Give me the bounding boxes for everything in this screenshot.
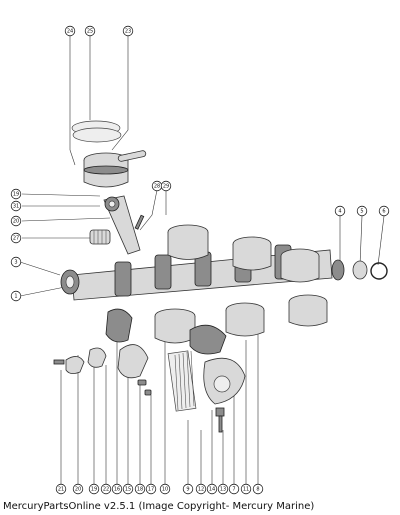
part-callout-label: 27 — [13, 235, 19, 241]
part-callout-20: 20 — [72, 483, 84, 495]
part-callout-label: 9 — [186, 486, 189, 492]
part-callout-label: 28 — [154, 183, 160, 189]
part-callout-label: 10 — [162, 486, 168, 492]
part-callout-label: 7 — [232, 486, 235, 492]
part-callout-15: 15 — [122, 483, 134, 495]
part-callout-24: 24 — [64, 25, 76, 37]
crankshaft — [60, 244, 388, 301]
part-callout-28: 28 — [151, 180, 163, 192]
part-callout-12: 12 — [195, 483, 207, 495]
part-callout-label: 25 — [87, 28, 93, 34]
part-callout-label: 20 — [13, 218, 19, 224]
part-callout-8: 8 — [252, 483, 264, 495]
part-callout-label: 19 — [91, 486, 97, 492]
lower-bearing-assemblies — [65, 308, 246, 405]
part-callout-1: 1 — [10, 290, 22, 302]
part-callout-20: 20 — [10, 215, 22, 227]
part-callout-label: 18 — [137, 486, 143, 492]
part-callout-label: 12 — [198, 486, 204, 492]
part-callout-11: 11 — [240, 483, 252, 495]
part-callout-18: 18 — [134, 483, 146, 495]
part-callout-label: 31 — [13, 203, 19, 209]
part-callout-29: 29 — [160, 180, 172, 192]
part-callout-22: 22 — [100, 483, 112, 495]
part-callout-label: 23 — [125, 28, 131, 34]
part-callout-label: 29 — [163, 183, 169, 189]
part-callout-label: 3 — [14, 259, 17, 265]
part-callout-label: 14 — [209, 486, 215, 492]
part-callout-6: 6 — [378, 205, 390, 217]
part-callout-4: 4 — [334, 205, 346, 217]
part-callout-21: 21 — [55, 483, 67, 495]
part-callout-label: 6 — [382, 208, 385, 214]
part-callout-label: 22 — [103, 486, 109, 492]
part-callout-label: 8 — [256, 486, 259, 492]
part-callout-25: 25 — [84, 25, 96, 37]
part-callout-label: 24 — [67, 28, 73, 34]
part-callout-10: 10 — [159, 483, 171, 495]
part-callout-13: 13 — [217, 483, 229, 495]
part-callout-23: 23 — [122, 25, 134, 37]
part-callout-19: 19 — [10, 188, 22, 200]
part-callout-14: 14 — [206, 483, 218, 495]
part-callout-label: 13 — [220, 486, 226, 492]
top-piston-assembly — [71, 120, 147, 188]
part-callout-label: 1 — [14, 293, 17, 299]
copyright-caption: MercuryPartsOnline v2.5.1 (Image Copyrig… — [3, 501, 315, 512]
part-callout-5: 5 — [356, 205, 368, 217]
crankshaft-pistons — [154, 224, 328, 344]
part-callout-label: 11 — [243, 486, 249, 492]
exploded-crankshaft-diagram: 2425231931202728293145621201922161518171… — [10, 25, 390, 495]
needle-bearing-rollers — [53, 350, 225, 433]
part-callout-label: 20 — [75, 486, 81, 492]
part-callout-label: 17 — [148, 486, 154, 492]
part-callout-19: 19 — [88, 483, 100, 495]
part-callout-7: 7 — [228, 483, 240, 495]
part-callout-label: 15 — [125, 486, 131, 492]
part-callout-label: 5 — [360, 208, 363, 214]
upper-connecting-rod — [89, 195, 145, 255]
part-callout-label: 19 — [13, 191, 19, 197]
leader-lines — [19, 36, 385, 484]
part-callout-label: 21 — [58, 486, 64, 492]
part-callout-label: 16 — [114, 486, 120, 492]
part-callout-label: 4 — [338, 208, 341, 214]
part-callout-27: 27 — [10, 232, 22, 244]
part-callout-3: 3 — [10, 256, 22, 268]
part-callout-16: 16 — [111, 483, 123, 495]
part-callout-17: 17 — [145, 483, 157, 495]
part-callout-31: 31 — [10, 200, 22, 212]
part-callout-9: 9 — [182, 483, 194, 495]
